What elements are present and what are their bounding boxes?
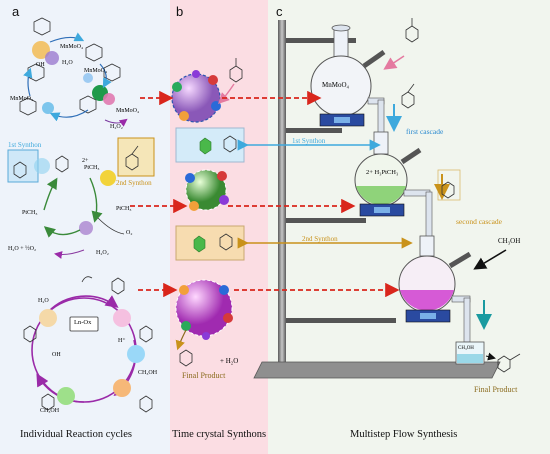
a-h2o-label: H₂O [62,60,73,66]
a-h2o2-label-2: H₂O₂ [96,250,109,256]
c-synthon1-label: 1st Synthon [292,137,326,145]
synthon1-box-a [7,149,39,183]
panel-a-caption: Individual Reaction cycles [20,429,132,440]
panel-c-caption: Multistep Flow Synthesis [350,429,458,440]
a-charge-label: 2+ [82,158,89,164]
a-synthon2-label: 2nd Synthon [116,179,152,187]
c-ch3oh-input-label: CH₃OH [498,237,521,245]
a-mnmo4-label-2: MnMoO₄ [84,68,108,74]
time-crystal-3 [175,279,233,340]
a-h2o2-label: H₂O₂ [110,124,123,130]
a-o2-label: O₂ [126,230,133,236]
red-dashed-arrows [130,90,400,298]
a-ptch3-label-2: PtCH₃ [22,210,38,216]
c-beaker-label: CH₃OH [458,346,474,351]
b-plus-h2o-label: + H₂O [220,357,239,365]
panel-b-letter: b [176,4,184,19]
a-mnmo4-label-3: MnMoO₄ [10,96,34,102]
panel-a-cycle-1 [19,17,128,127]
a-ptch3-label-3: PtCH₃ [116,206,132,212]
panel-a-letter: a [12,4,20,19]
c-second-cascade-label: second cascade [456,217,503,226]
a-h-plus-label: H⁺ [118,338,126,344]
a-ch3oh-label: CH₃OH [138,370,158,376]
a-synthon1-label: 1st Synthon [8,141,42,149]
flow-apparatus [253,18,521,379]
a-ch3oh-label-2: CH₃OH [40,408,60,414]
synthon2-box-b [175,225,245,261]
a-h2o-half-o2-label: H₂O + ½O₂ [8,246,37,252]
c-flask2-label: 2+ H₃PtCH₃ [366,169,399,176]
time-crystal-1 [171,70,221,123]
a-mnmo4-label-4: MnMoO₄ [116,108,140,114]
c-first-cascade-label: first cascade [406,127,444,136]
ln-ox-cycle [23,276,153,413]
a-mnmo4-label: MnMoO₄ [60,44,84,50]
c-flask1-label: MnMoO₄ [322,81,349,89]
a-oh-label: OH [36,62,45,68]
time-crystal-2 [185,169,229,211]
c-final-product-label: Final Product [474,385,518,394]
panel-c-letter: c [276,4,283,19]
b-final-product-label: Final Product [182,371,226,380]
ln-ox-label: Ln-Ox [74,319,92,326]
a-h2o-cycle-label: H₂O [38,298,49,304]
c-synthon2-label: 2nd Synthon [302,235,338,243]
panel-b-caption: Time crystal Synthons [172,429,267,440]
a-ptch3-label: PtCH₃ [84,165,100,171]
a-oh-cycle-label: OH [52,352,61,358]
